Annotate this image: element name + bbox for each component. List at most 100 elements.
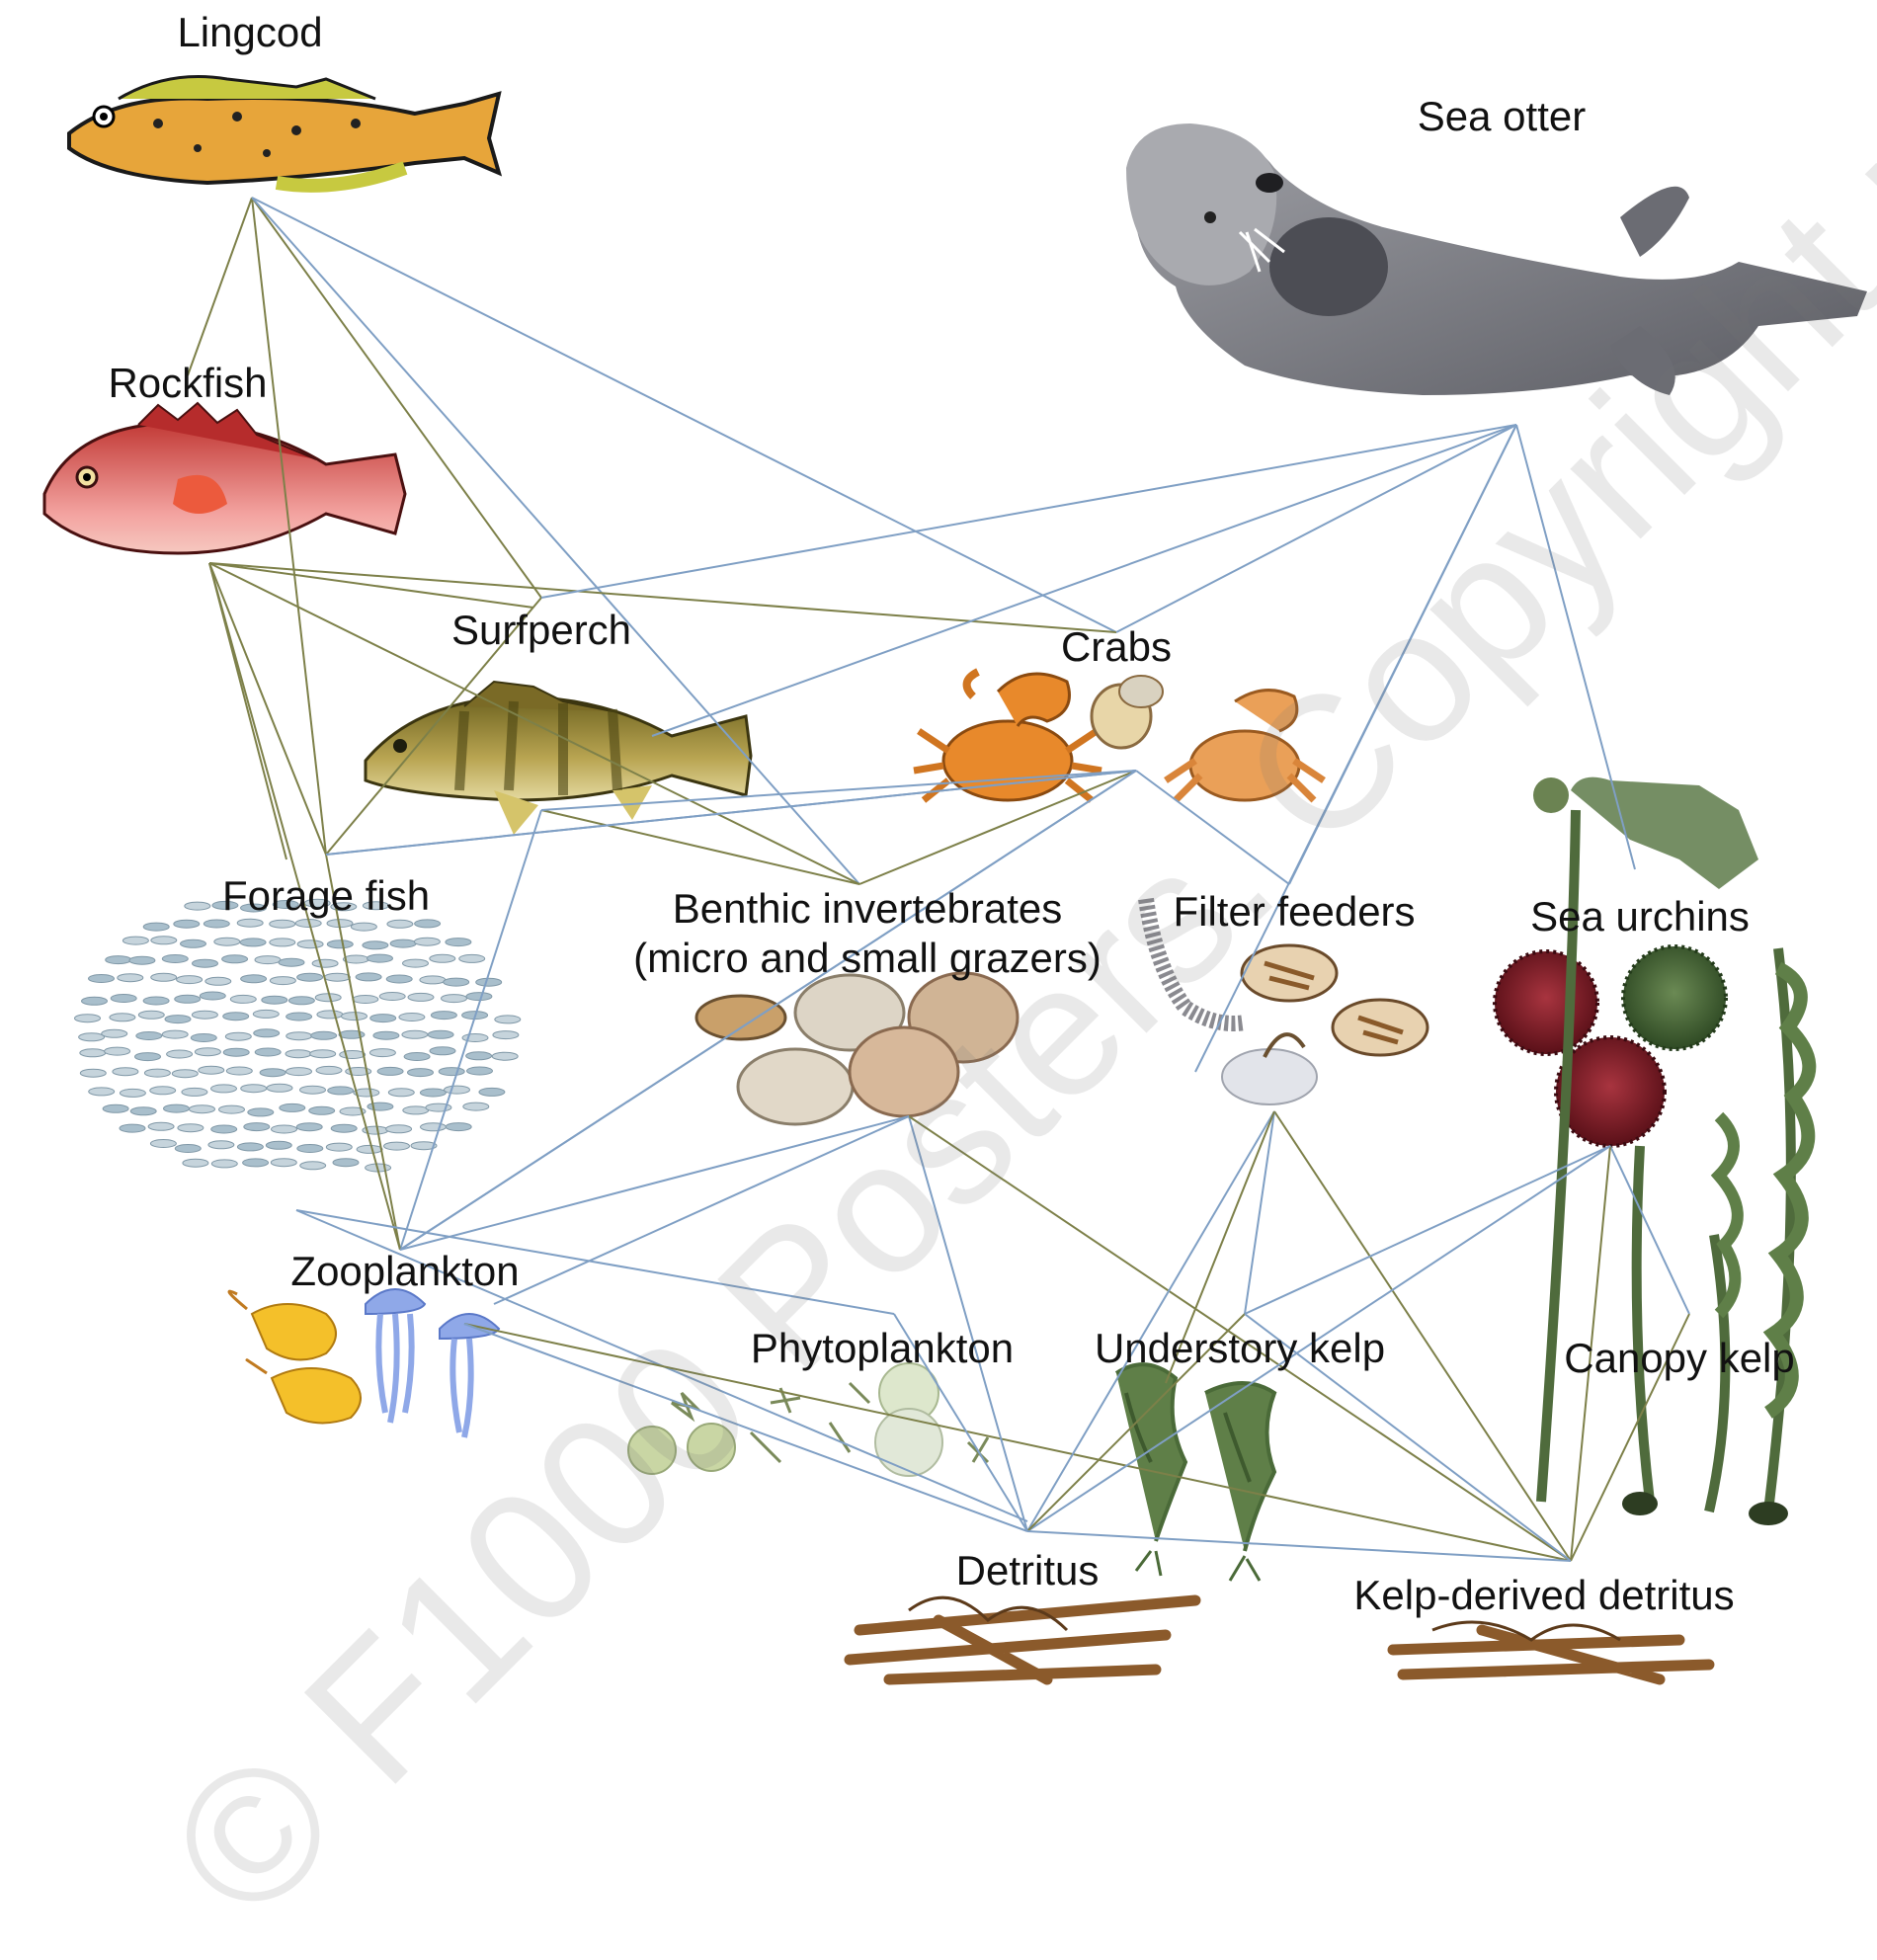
school-fish xyxy=(143,923,169,931)
school-fish xyxy=(309,1106,335,1114)
detritus-illustration xyxy=(850,1597,1195,1679)
school-fish xyxy=(280,1103,305,1111)
school-fish xyxy=(331,1124,357,1132)
school-fish xyxy=(266,1141,291,1149)
school-fish xyxy=(402,1030,428,1038)
link-line xyxy=(1245,1111,1274,1314)
school-fish xyxy=(367,954,393,962)
school-fish xyxy=(150,1140,176,1148)
school-fish xyxy=(241,975,267,983)
school-fish xyxy=(82,997,108,1005)
link-line xyxy=(252,198,1116,632)
school-fish xyxy=(214,938,240,945)
school-fish xyxy=(286,1068,312,1076)
lingcod-illustration xyxy=(69,77,499,186)
school-fish xyxy=(286,1050,311,1058)
school-fish xyxy=(297,1145,323,1153)
school-fish xyxy=(459,954,485,962)
school-fish xyxy=(105,1047,130,1055)
school-fish xyxy=(386,975,412,983)
school-fish xyxy=(377,1067,403,1075)
school-fish xyxy=(384,1142,410,1150)
school-fish xyxy=(253,1010,279,1018)
school-fish xyxy=(267,1084,292,1092)
school-fish xyxy=(151,937,177,944)
school-fish xyxy=(129,956,155,964)
school-fish xyxy=(493,1031,519,1039)
school-fish xyxy=(230,995,256,1003)
label-zooplankton: Zooplankton xyxy=(290,1247,519,1296)
label-phytoplankton: Phytoplankton xyxy=(751,1324,1014,1373)
label-detritus: Detritus xyxy=(956,1546,1100,1595)
school-fish xyxy=(340,1051,366,1059)
school-fish xyxy=(388,1089,414,1097)
school-fish xyxy=(326,1143,352,1151)
school-fish xyxy=(136,1032,162,1040)
understory-kelp-illustration xyxy=(1116,1364,1274,1581)
school-fish xyxy=(390,939,416,947)
school-fish xyxy=(226,1067,252,1075)
school-fish xyxy=(89,1088,115,1096)
school-fish xyxy=(431,1012,456,1020)
school-fish xyxy=(367,1102,393,1110)
link-line xyxy=(541,425,1516,598)
label-understory-kelp: Understory kelp xyxy=(1095,1324,1385,1373)
school-fish xyxy=(430,1047,455,1055)
school-fish xyxy=(151,973,177,981)
label-sea-otter: Sea otter xyxy=(1418,92,1586,141)
school-fish xyxy=(420,976,446,984)
school-fish xyxy=(262,996,287,1004)
school-fish xyxy=(310,1050,336,1058)
school-fish xyxy=(270,977,295,985)
school-fish xyxy=(143,997,169,1005)
school-fish xyxy=(495,1016,521,1023)
school-fish xyxy=(467,1067,493,1075)
school-fish xyxy=(421,1123,447,1131)
school-fish xyxy=(219,1105,245,1113)
school-fish xyxy=(446,939,471,946)
school-fish xyxy=(327,940,353,948)
label-crabs: Crabs xyxy=(1061,622,1172,672)
school-fish xyxy=(102,1029,127,1037)
school-fish xyxy=(357,1145,382,1153)
school-fish xyxy=(324,973,350,981)
school-fish xyxy=(211,1085,237,1093)
label-sea-urchins: Sea urchins xyxy=(1530,892,1750,941)
school-fish xyxy=(333,1159,359,1167)
school-fish xyxy=(243,1159,269,1167)
school-fish xyxy=(369,1049,395,1057)
school-fish xyxy=(190,1105,215,1113)
link-line xyxy=(400,771,1136,1250)
label-canopy-kelp: Canopy kelp xyxy=(1564,1334,1794,1383)
school-fish xyxy=(181,939,206,947)
school-fish xyxy=(386,1125,412,1133)
school-fish xyxy=(466,993,492,1001)
school-fish xyxy=(199,1066,224,1074)
sea-urchins-illustration xyxy=(1495,777,1758,1146)
school-fish xyxy=(476,978,502,986)
school-fish xyxy=(296,1123,322,1131)
school-fish xyxy=(445,1086,470,1094)
school-fish xyxy=(286,1013,312,1021)
school-fish xyxy=(463,1102,489,1110)
school-fish xyxy=(297,940,323,948)
school-fish xyxy=(363,941,388,949)
link-line xyxy=(209,563,1116,632)
school-fish xyxy=(260,1069,286,1077)
school-fish xyxy=(164,1104,190,1112)
zooplankton-illustration xyxy=(229,1289,499,1437)
school-fish xyxy=(106,956,131,964)
link-line xyxy=(209,563,326,855)
school-fish xyxy=(370,1015,396,1022)
school-fish xyxy=(312,959,338,967)
label-filter-feeders: Filter feeders xyxy=(1173,887,1415,937)
school-fish xyxy=(192,1011,217,1019)
school-fish xyxy=(162,1030,188,1038)
school-fish xyxy=(144,1069,170,1077)
school-fish xyxy=(403,959,429,967)
school-fish xyxy=(122,937,148,944)
school-fish xyxy=(118,974,143,982)
school-fish xyxy=(211,1125,237,1133)
school-fish xyxy=(270,920,295,928)
school-fish xyxy=(175,1145,201,1153)
